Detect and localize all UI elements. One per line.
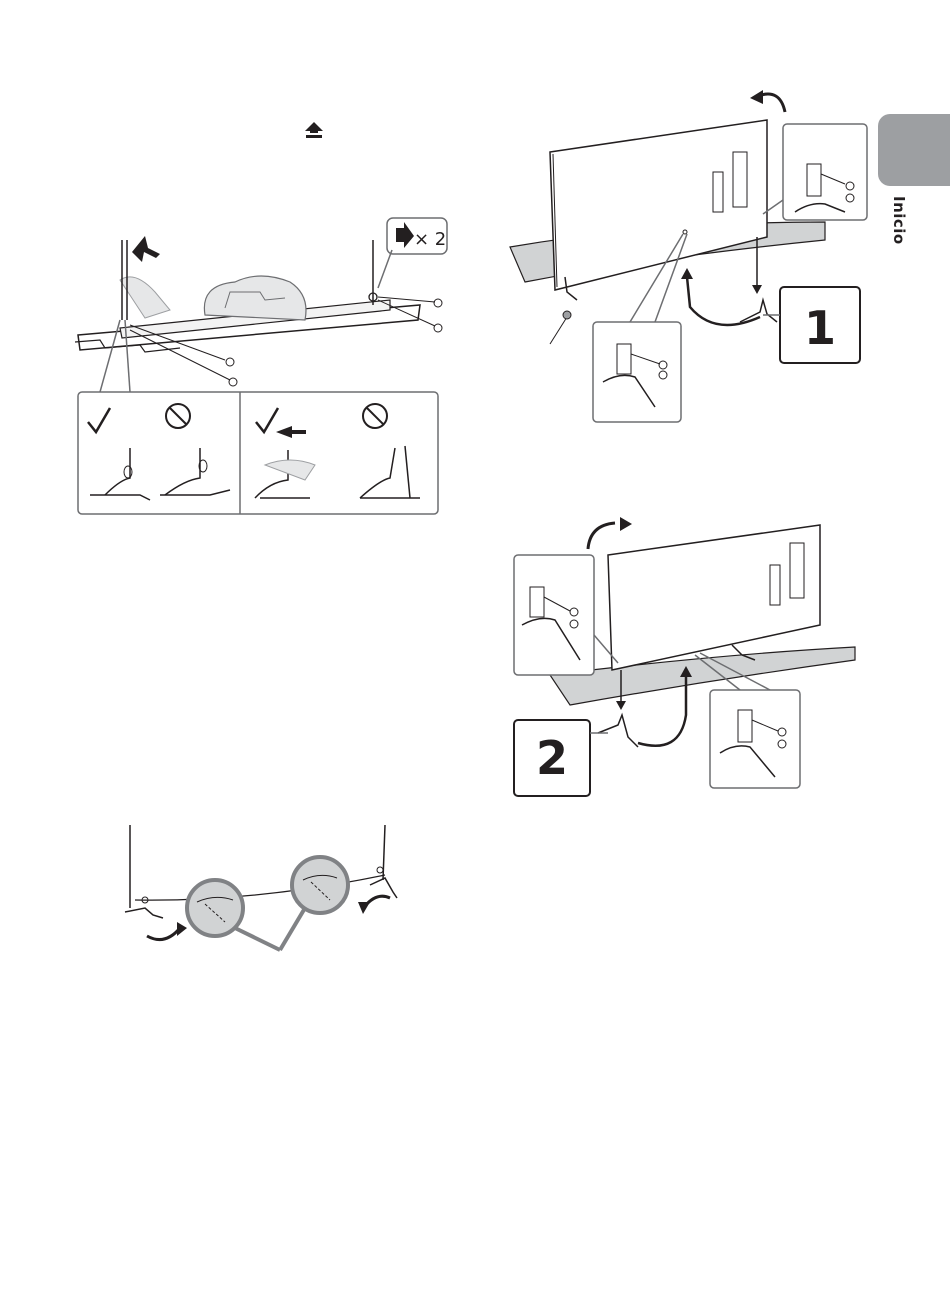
stand-removal-illustration	[60, 210, 470, 520]
screw-count-label: × 2	[414, 229, 446, 250]
step1-illustration	[505, 82, 875, 427]
section-tab-label: Inicio	[888, 196, 908, 256]
rotate-arrow-icon	[750, 90, 763, 104]
arrow-up-icon	[303, 120, 325, 140]
rotate-arrow-icon	[620, 517, 632, 531]
rotate-arrow-icon	[358, 902, 370, 914]
step-number: 1	[780, 290, 860, 366]
stand-closeup-illustration	[115, 820, 415, 970]
step-number: 2	[514, 720, 590, 796]
rotate-arrow-icon	[177, 922, 187, 936]
section-tab	[878, 114, 950, 186]
